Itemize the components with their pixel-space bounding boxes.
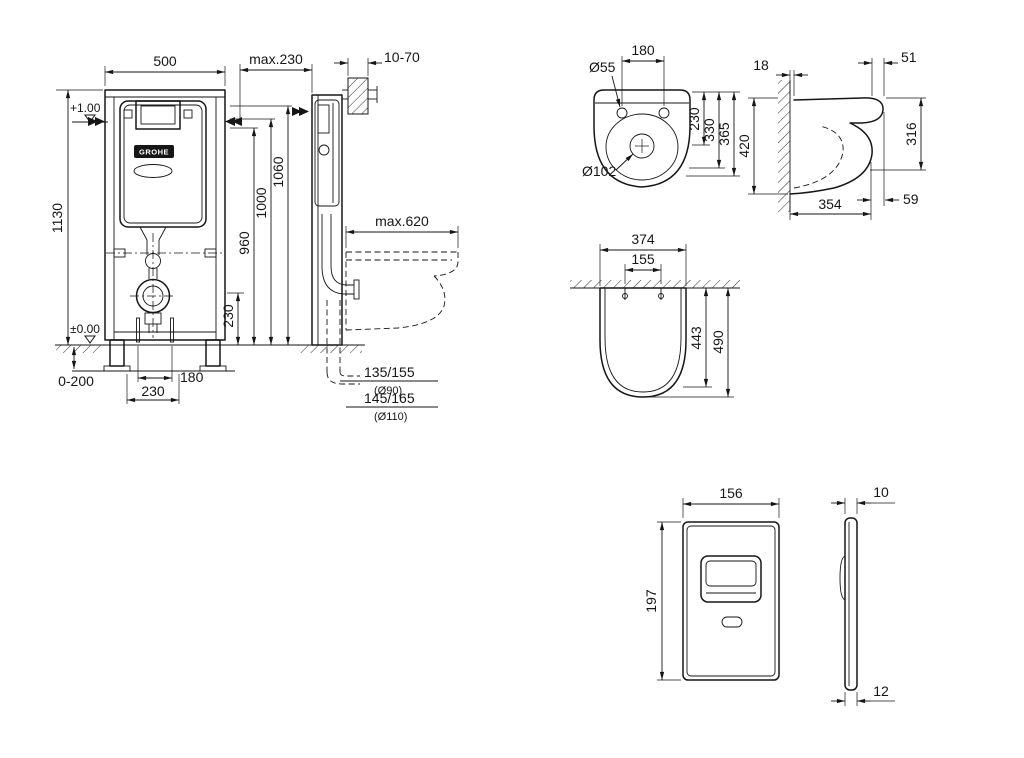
dim-59: 59 [903,191,919,207]
frame-front-dimensions: 500 1130 +1.00 ±0.00 0-200 180 230 230 9… [49,53,292,404]
fixing-hole [622,293,628,299]
floor-lines [55,344,365,372]
dim-316: 316 [903,122,919,146]
toilet-side-outline [789,97,884,195]
plate-side-outline [844,517,858,691]
frame-foot-right [205,339,221,367]
dim-outlet-height: 230 [220,304,236,328]
wall-hatch [570,280,740,288]
button-bump [839,555,846,601]
dim-max-230: max.230 [249,51,303,67]
logo-oval [133,164,173,178]
dim-197: 197 [643,589,659,613]
frame-side-outline [311,94,343,346]
outlet-d110: (Ø110) [374,411,407,423]
flush-plate-side-view: 10 12 [831,484,895,706]
outlet-hole [629,133,655,159]
outlet-d90: (Ø90) [374,385,402,397]
toilet-dashed-profile [345,251,459,331]
dim-155: 155 [631,251,655,267]
dim-420: 420 [736,134,752,158]
dim-330: 330 [701,118,717,142]
supply-hole [616,107,628,119]
frame-foot-left [109,339,125,367]
wall-hatch [778,80,790,212]
flush-opening [135,100,181,130]
level-plus-100: +1.00 [70,101,101,115]
fixing-hole [658,293,664,299]
level-mark-icon [84,114,96,123]
dim-156: 156 [719,485,743,501]
label-d55: Ø55 [589,59,616,75]
toilet-front-view: 374 155 443 490 [570,231,740,398]
frame-front-view: GROHE [88,89,242,372]
trapway-dashed [793,125,844,189]
floor-hatch [298,345,362,353]
actuation-arrow-icon [292,107,309,116]
dim-frame-width: 500 [153,53,177,69]
level-zero: ±0.00 [70,322,100,336]
cistern-outline [119,100,207,228]
flush-button [700,555,762,603]
dim-365: 365 [716,122,732,146]
supply-hole [658,107,670,119]
fixing-rod-left [136,317,140,343]
bowl-rim [605,113,679,181]
dim-frame-height: 1130 [49,203,65,233]
flush-plate-outline [682,521,780,681]
dim-443: 443 [688,326,704,350]
dim-180-bottom: 180 [180,369,204,385]
dim-1060: 1060 [270,156,286,187]
frame-outline [104,89,226,341]
brand-badge [134,145,174,158]
flush-plate-front-view: 156 197 [643,485,780,681]
dim-230-top: 230 [686,107,702,131]
outlet-135-155: 135/155 [364,364,415,380]
frame-side-view [292,77,459,385]
label-d102: Ø102 [582,163,616,179]
small-button [721,616,743,628]
dim-960: 960 [236,231,252,255]
floor-hatch [56,345,102,353]
toilet-top-outline [593,89,691,188]
dim-10: 10 [873,484,889,500]
dim-230-bottom: 230 [141,383,165,399]
dim-354: 354 [818,196,842,212]
dim-10-70: 10-70 [384,49,420,65]
toilet-top-view: 180 Ø55 Ø102 230 330 365 [582,42,740,188]
wall-bracket-hatch [347,77,369,115]
brand-logo-text: GROHE [139,148,169,157]
fixing-rod-right [170,317,174,343]
dim-18: 18 [753,57,769,73]
dim-12: 12 [873,683,889,699]
dim-max-620: max.620 [375,213,429,229]
dim-foot-range: 0-200 [58,373,94,389]
toilet-front-outline [599,287,687,398]
outlet-145-165: 145/165 [364,390,415,406]
toilet-side-view: 18 51 420 316 354 59 [736,49,926,220]
actuation-arrow-icon [225,117,242,126]
level-mark-icon [84,335,96,344]
dim-51: 51 [901,49,917,65]
dim-1000: 1000 [253,187,269,218]
frame-side-dimensions: max.230 10-70 max.620 135/155 (Ø90) 145/… [239,49,459,423]
dim-374: 374 [631,231,655,247]
dim-180-holes: 180 [631,42,655,58]
dim-490: 490 [710,330,726,354]
